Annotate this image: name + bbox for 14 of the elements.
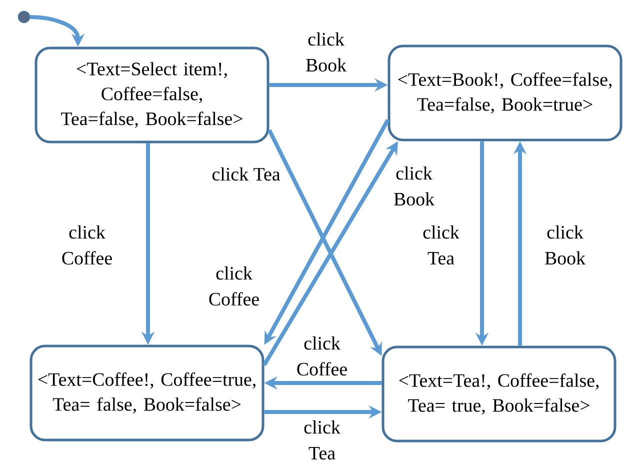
edge-label: click Coffee — [203, 265, 265, 307]
state-box: <Text=Coffee!, Coffee=true, Tea= false, Book=false> — [30, 344, 264, 442]
start-dot — [18, 10, 30, 24]
edge-label: click Book — [388, 165, 440, 207]
edge-label: click Coffee — [56, 224, 118, 266]
edge-label: click Book — [300, 31, 352, 73]
state-box: <Text=Tea!, Coffee=false, Tea= true, Book=false> — [382, 346, 616, 442]
edge-label: click Tea — [415, 224, 467, 266]
state-box: <Text=Select item!, Coffee=false, Tea=false, Book=false> — [34, 46, 270, 144]
edge-label: click Coffee — [291, 335, 353, 377]
state-box: <Text=Book!, Coffee=false, Tea=false, Book=true> — [388, 44, 622, 142]
edge-label: click Book — [539, 224, 591, 266]
edge-label: click Tea — [296, 419, 348, 461]
edge-label: click Tea — [210, 166, 282, 182]
